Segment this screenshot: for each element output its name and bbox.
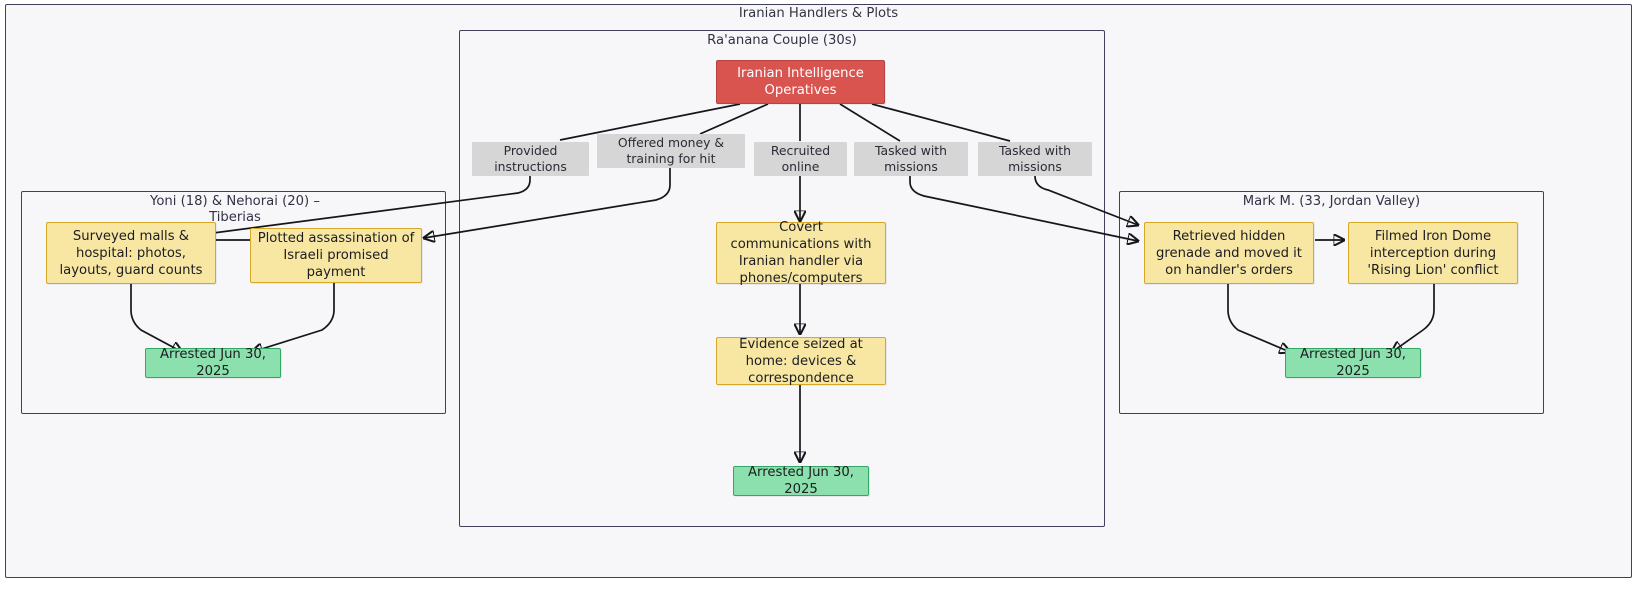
node-evidence-seized[interactable]: Evidence seized at home: devices & corre… [716,337,886,386]
edge-label-provided-instructions: Provided instructions [472,142,589,176]
node-arrested-tiberias[interactable]: Arrested Jun 30, 2025 [145,347,281,379]
node-covert-communications[interactable]: Covert communications with Iranian handl… [716,220,886,286]
edge-label-tasked-with-missions-2: Tasked with missions [978,142,1092,176]
node-arrested-mark[interactable]: Arrested Jun 30, 2025 [1285,347,1421,379]
edge-label-tasked-with-missions-1: Tasked with missions [854,142,968,176]
node-iranian-intelligence-operatives[interactable]: Iranian Intelligence Operatives [716,60,885,104]
cluster-title-mark: Mark M. (33, Jordan Valley) [1242,194,1421,209]
node-surveyed-malls-hospital[interactable]: Surveyed malls & hospital: photos, layou… [46,222,216,284]
node-retrieved-hidden-grenade[interactable]: Retrieved hidden grenade and moved it on… [1144,222,1314,284]
node-filmed-iron-dome[interactable]: Filmed Iron Dome interception during 'Ri… [1348,222,1518,284]
node-arrested-raanana[interactable]: Arrested Jun 30, 2025 [733,465,869,497]
cluster-title-raanana: Ra'anana Couple (30s) [707,33,857,48]
cluster-title-outer: Iranian Handlers & Plots [738,6,899,21]
edge-label-recruited-online: Recruited online [754,142,847,176]
edge-label-offered-money-training: Offered money & training for hit [597,134,745,168]
node-plotted-assassination[interactable]: Plotted assassination of Israeli promise… [250,228,422,283]
